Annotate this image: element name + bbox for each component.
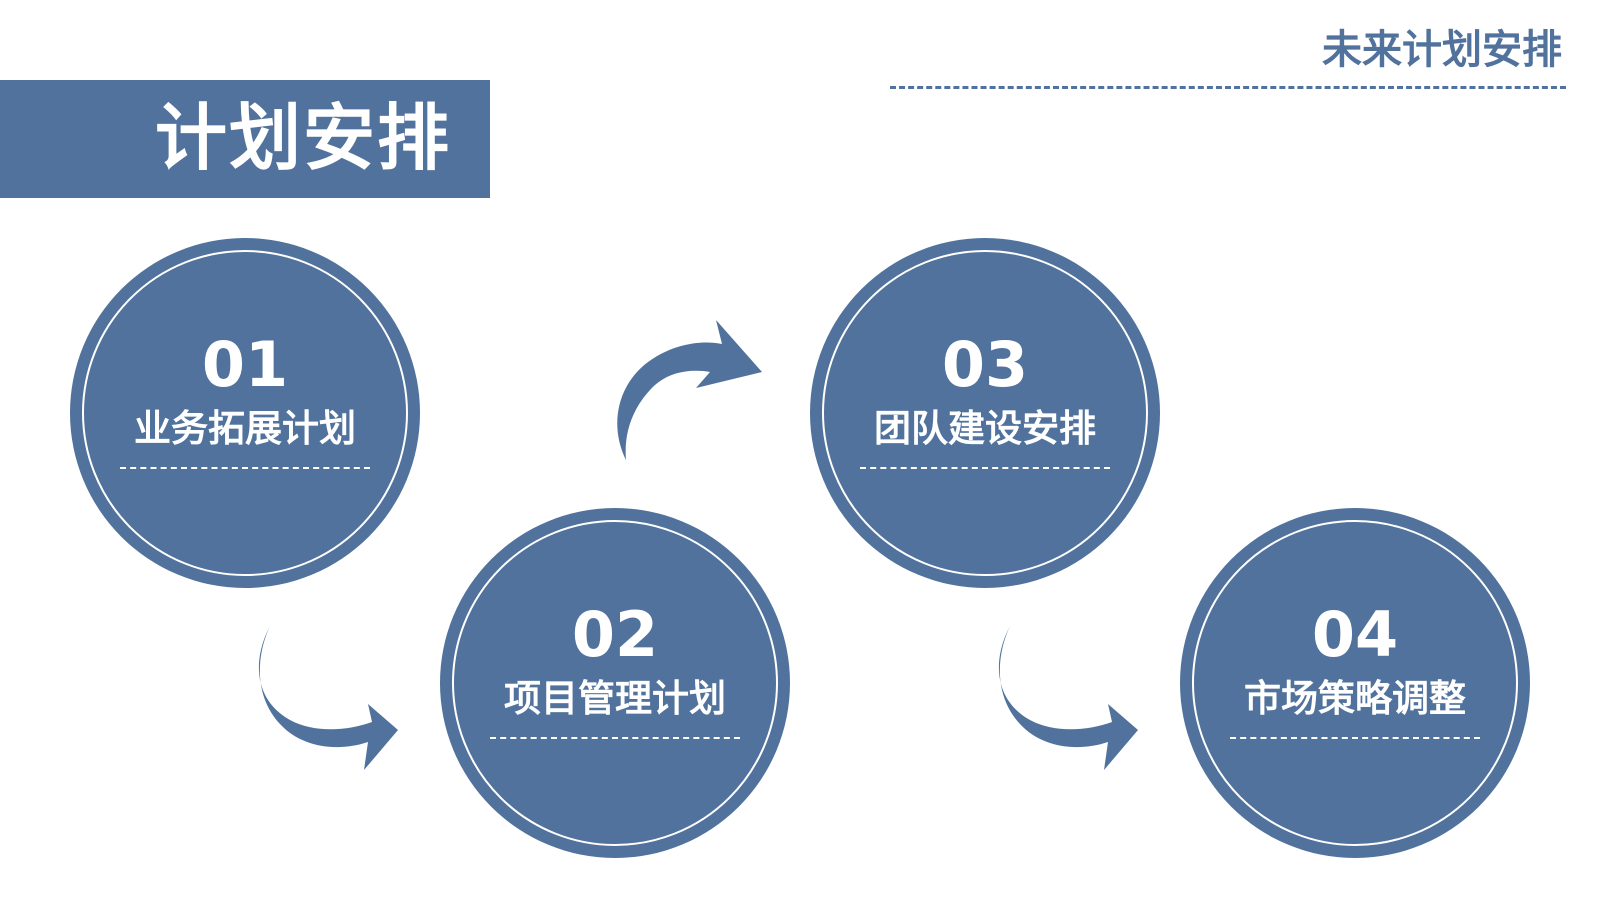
step-ring [82, 250, 408, 576]
step-number: 02 [571, 598, 659, 671]
curved-arrow-down-right-icon [258, 626, 398, 770]
curved-arrow-up-right-icon [617, 320, 762, 460]
page-title: 计划安排 [155, 95, 452, 180]
step-ring [452, 520, 778, 846]
step-dashed-divider [1230, 737, 1480, 739]
step-number: 01 [201, 328, 289, 401]
title-banner [0, 80, 490, 198]
step-ring [822, 250, 1148, 576]
curved-arrow-down-right-icon [998, 626, 1138, 770]
step-circle-03: 03 团队建设安排 [810, 238, 1160, 588]
step-ring [1192, 520, 1518, 846]
step-label: 项目管理计划 [504, 677, 726, 720]
header-dashed-divider [890, 86, 1566, 89]
header-title: 未来计划安排 [1322, 27, 1562, 73]
step-label: 团队建设安排 [874, 407, 1096, 450]
step-number: 03 [941, 328, 1029, 401]
step-label: 市场策略调整 [1244, 677, 1466, 720]
step-circle-01: 01 业务拓展计划 [70, 238, 420, 588]
step-dashed-divider [490, 737, 740, 739]
step-circle-02: 02 项目管理计划 [440, 508, 790, 858]
step-dashed-divider [120, 467, 370, 469]
step-circle-04: 04 市场策略调整 [1180, 508, 1530, 858]
step-label: 业务拓展计划 [134, 407, 356, 450]
step-number: 04 [1311, 598, 1399, 671]
step-dashed-divider [860, 467, 1110, 469]
